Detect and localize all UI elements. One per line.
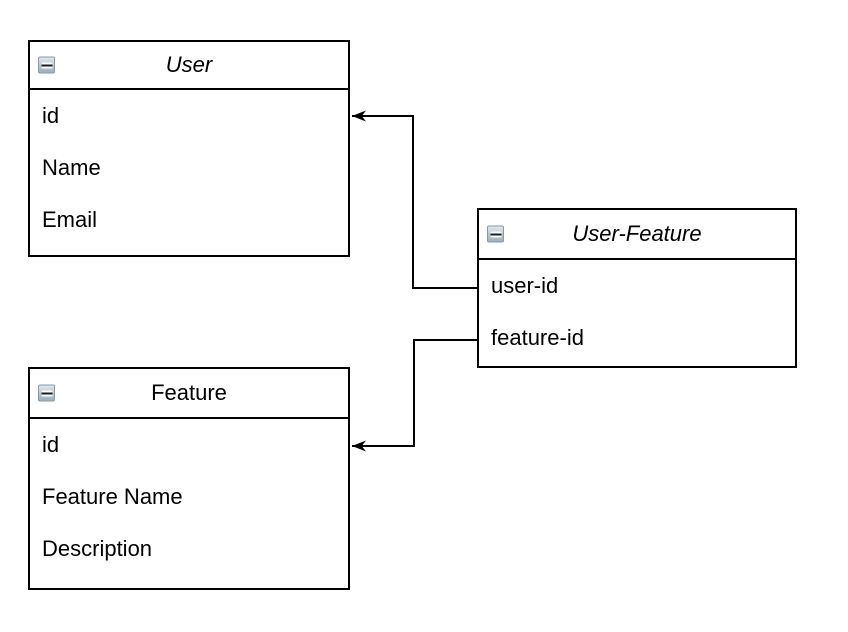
field-row: user-id (491, 273, 559, 298)
connector-featureid-to-feature (352, 339, 477, 452)
field-row: feature-id (491, 325, 584, 350)
field-row: Email (42, 207, 98, 232)
entity-field-list: user-id feature-id (479, 260, 795, 364)
entity-box-user-feature[interactable]: User-Feature user-id feature-id (477, 208, 797, 368)
field-row: Description (42, 536, 153, 561)
connector-userid-to-user (352, 110, 477, 289)
entity-header: User-Feature (479, 210, 795, 260)
minus-collapse-icon[interactable] (487, 225, 504, 243)
entity-title: User-Feature (572, 221, 702, 246)
entity-header: User (30, 42, 348, 90)
field-row: Name (42, 155, 101, 180)
field-row: id (42, 432, 60, 457)
field-row: id (42, 103, 60, 128)
entity-title: User (165, 52, 213, 77)
entity-header: Feature (30, 369, 348, 419)
field-row: Feature Name (42, 484, 183, 509)
minus-collapse-icon[interactable] (38, 384, 55, 402)
minus-collapse-icon[interactable] (38, 56, 55, 74)
entity-title: Feature (151, 380, 227, 405)
